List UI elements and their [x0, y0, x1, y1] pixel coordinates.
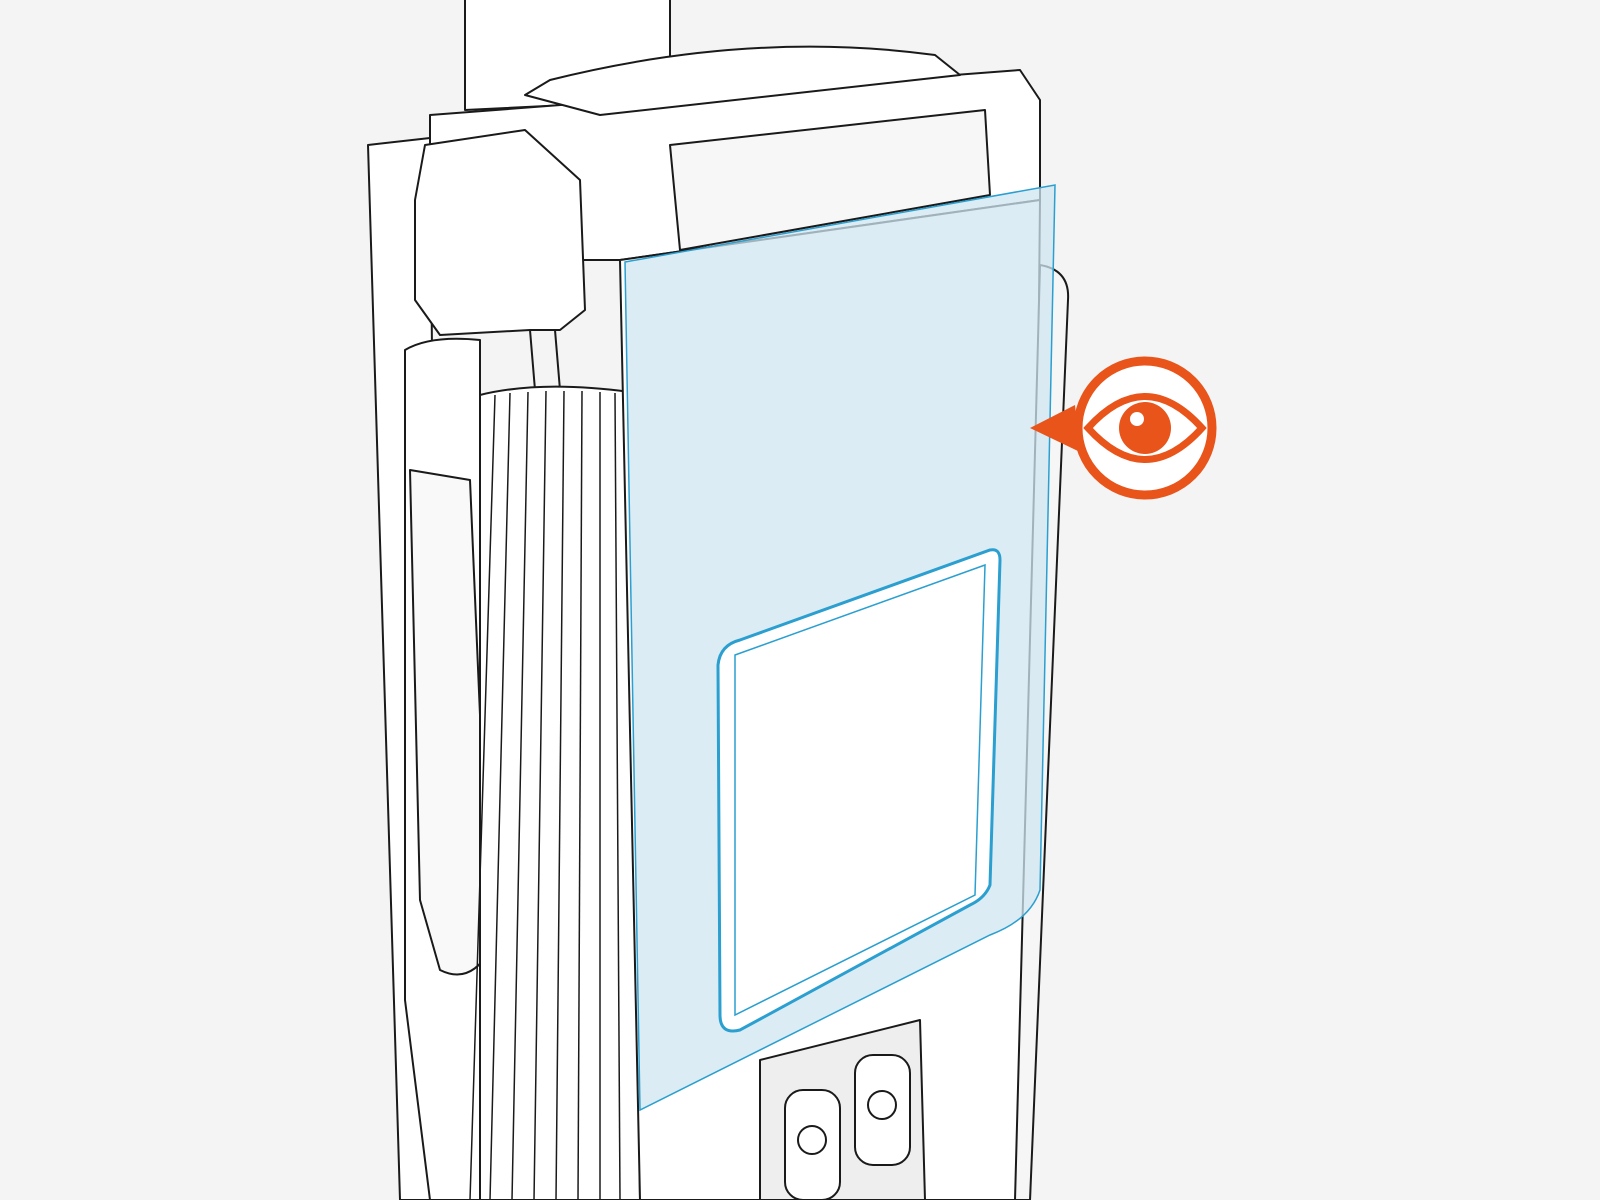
top-vent — [524, 45, 961, 116]
connector-holster — [414, 129, 586, 336]
cable — [529, 329, 561, 391]
socket — [784, 1054, 911, 1200]
display-window — [716, 548, 1002, 1033]
eye-callout — [1030, 356, 1217, 500]
eye-icon — [1083, 393, 1207, 463]
